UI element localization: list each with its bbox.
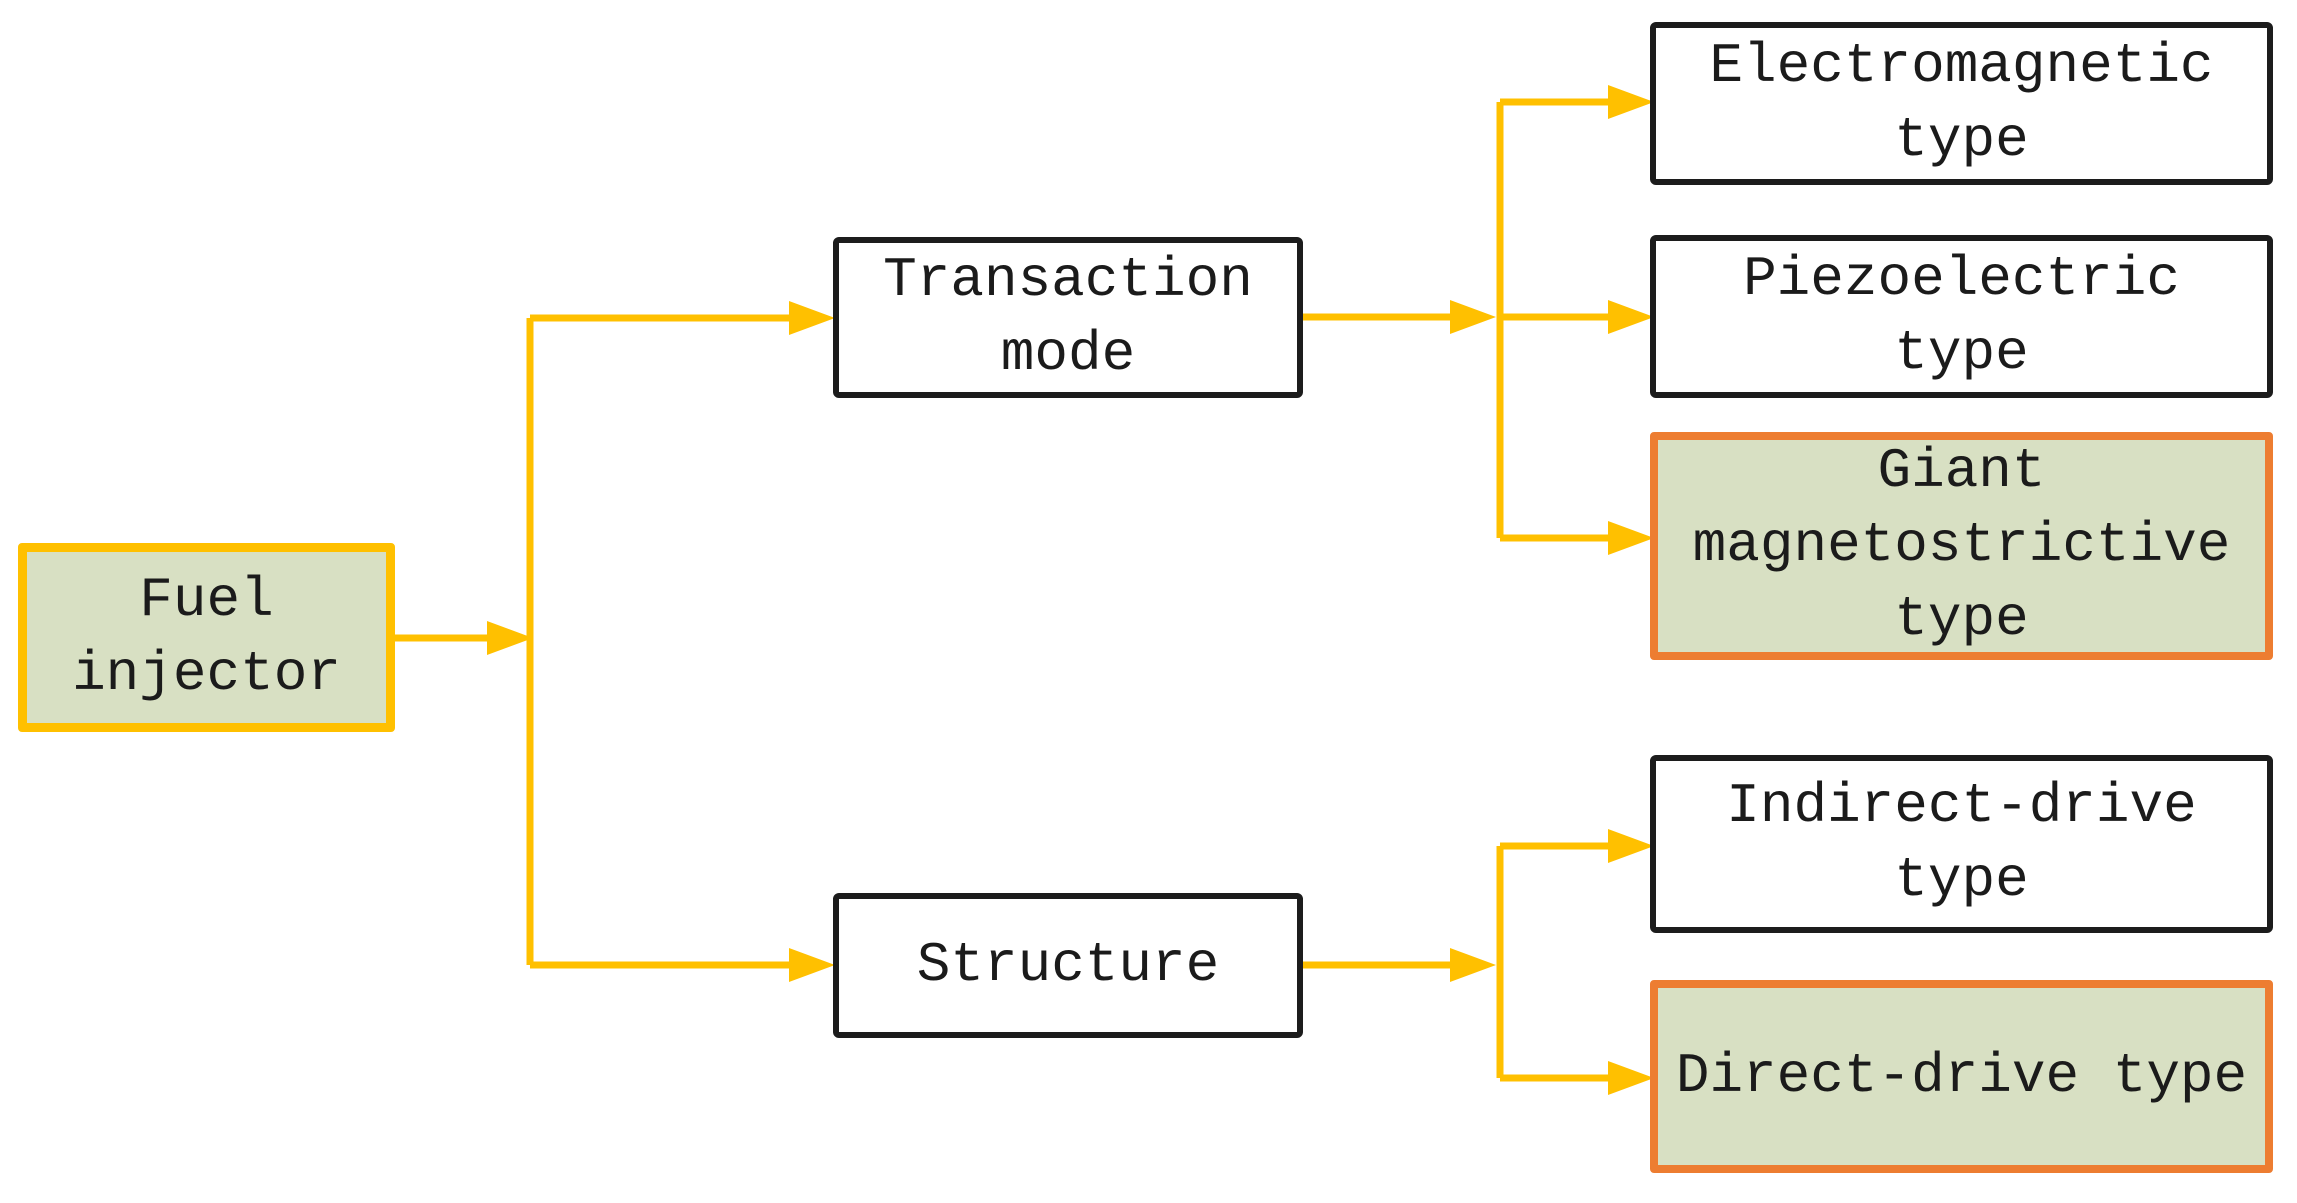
- arrowhead-giant-magnetostrictive: [1608, 521, 1654, 555]
- arrowhead-piezoelectric: [1608, 300, 1654, 334]
- arrowhead-structure-branch: [1450, 948, 1496, 982]
- arrowhead-transaction-branch: [1450, 300, 1496, 334]
- node-electromagnetic-type: Electromagnetic type: [1650, 22, 2273, 185]
- node-piezoelectric-type-label: Piezoelectric type: [1743, 246, 2180, 385]
- node-fuel-injector-label: Fuel injector: [72, 567, 341, 706]
- arrowhead-indirect-drive: [1608, 829, 1654, 863]
- node-transaction-mode: Transaction mode: [833, 237, 1303, 398]
- arrowhead-direct-drive: [1608, 1061, 1654, 1095]
- node-fuel-injector: Fuel injector: [18, 543, 395, 732]
- node-direct-drive-type: Direct-drive type: [1650, 980, 2273, 1173]
- node-giant-magnetostrictive-type: Giant magnetostrictive type: [1650, 432, 2273, 660]
- node-structure: Structure: [833, 893, 1303, 1038]
- node-transaction-mode-label: Transaction mode: [883, 247, 1253, 386]
- arrowhead-root-to-branch: [487, 621, 533, 655]
- node-giant-magnetostrictive-type-label: Giant magnetostrictive type: [1692, 439, 2231, 651]
- node-structure-label: Structure: [916, 932, 1220, 997]
- node-direct-drive-type-label: Direct-drive type: [1675, 1043, 2248, 1108]
- arrowhead-structure: [789, 948, 835, 982]
- node-electromagnetic-type-label: Electromagnetic type: [1709, 33, 2214, 172]
- arrowhead-electromagnetic: [1608, 85, 1654, 119]
- node-indirect-drive-type: Indirect-drive type: [1650, 755, 2273, 933]
- arrowhead-transaction-mode: [789, 301, 835, 335]
- node-piezoelectric-type: Piezoelectric type: [1650, 235, 2273, 398]
- node-indirect-drive-type-label: Indirect-drive type: [1726, 774, 2197, 912]
